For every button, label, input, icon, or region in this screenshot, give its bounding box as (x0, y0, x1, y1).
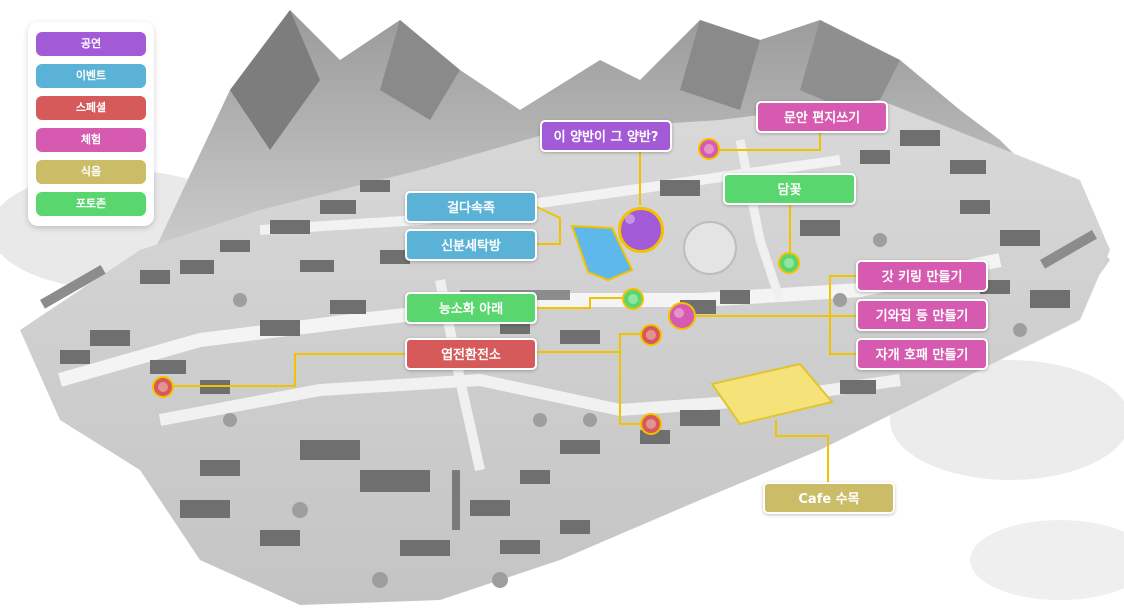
callout-giwa[interactable]: 기와집 등 만들기 (856, 299, 988, 331)
legend-item-event[interactable]: 이벤트 (36, 64, 146, 88)
marker-neungsohwa[interactable] (622, 288, 644, 310)
legend-item-performance[interactable]: 공연 (36, 32, 146, 56)
marker-damkkot[interactable] (778, 252, 800, 274)
callout-damkkot[interactable]: 담꽃 (723, 173, 856, 205)
callout-geolda[interactable]: 걸다속족 (405, 191, 537, 223)
legend-item-experience[interactable]: 체험 (36, 128, 146, 152)
legend-item-special[interactable]: 스페셜 (36, 96, 146, 120)
callout-jagae[interactable]: 자개 호패 만들기 (856, 338, 988, 370)
callout-letter[interactable]: 문안 편지쓰기 (756, 101, 888, 133)
callout-cafe[interactable]: Cafe 수목 (763, 482, 895, 514)
callout-sinbun[interactable]: 신분세탁방 (405, 229, 537, 261)
marker-yeopjeon-west[interactable] (152, 376, 174, 398)
callout-yeopjeon[interactable]: 엽전환전소 (405, 338, 537, 370)
legend-item-food[interactable]: 식음 (36, 160, 146, 184)
marker-letter[interactable] (698, 138, 720, 160)
callout-yangban[interactable]: 이 양반이 그 양반? (540, 120, 672, 152)
marker-yangban-stage[interactable] (618, 207, 664, 253)
legend-item-photo[interactable]: 포토존 (36, 192, 146, 216)
callout-neungsohwa[interactable]: 능소화 아래 (405, 292, 537, 324)
marker-experience[interactable] (668, 302, 696, 330)
callout-gat[interactable]: 갓 키링 만들기 (856, 260, 988, 292)
marker-yeopjeon-south[interactable] (640, 413, 662, 435)
marker-yeopjeon-north[interactable] (640, 324, 662, 346)
legend-panel: 공연 이벤트 스페셜 체험 식음 포토존 (28, 22, 154, 226)
